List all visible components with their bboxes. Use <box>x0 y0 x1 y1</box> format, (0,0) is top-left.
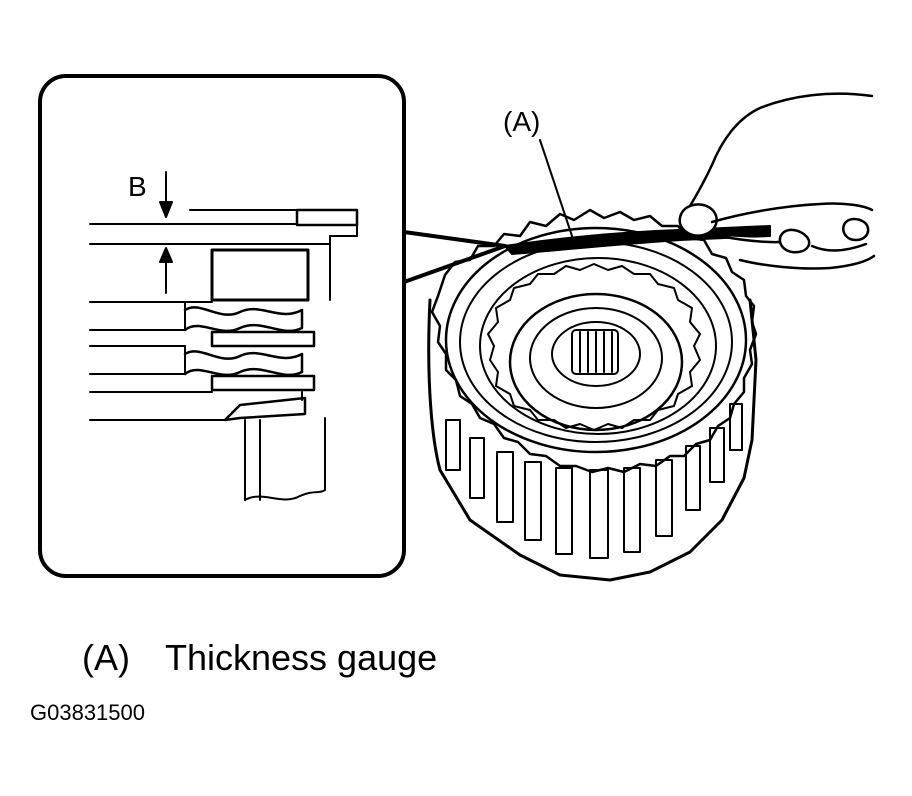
snap-ring <box>446 228 746 452</box>
legend-key: (A) <box>82 637 130 678</box>
hub-bore <box>572 330 618 374</box>
retainer-plate <box>90 210 357 300</box>
inset-leader-lines <box>404 232 505 282</box>
figure-id: G03831500 <box>30 700 145 725</box>
inner-spline-ring <box>488 264 700 430</box>
callout-leader-a <box>540 140 572 236</box>
clutch-plates <box>90 302 314 420</box>
drum-spline-slots <box>446 404 742 558</box>
pressure-plate <box>212 250 308 300</box>
thickness-gauge <box>505 226 770 254</box>
clutch-plate-ring <box>480 258 716 434</box>
legend-text: Thickness gauge <box>165 637 438 678</box>
hub-outer <box>510 294 682 430</box>
dimension-b-arrows <box>160 172 172 293</box>
detail-inset <box>40 76 505 576</box>
drum-wall <box>245 418 325 500</box>
clutch-drum <box>429 210 756 580</box>
inset-frame <box>40 76 404 576</box>
drum-body <box>429 300 756 580</box>
drum-outer-rim <box>432 210 756 472</box>
hub-inner <box>552 322 640 386</box>
hub-middle <box>530 308 662 408</box>
dimension-b-label: B <box>128 171 147 202</box>
callout-a-label: (A) <box>503 106 541 137</box>
hand <box>680 94 874 269</box>
